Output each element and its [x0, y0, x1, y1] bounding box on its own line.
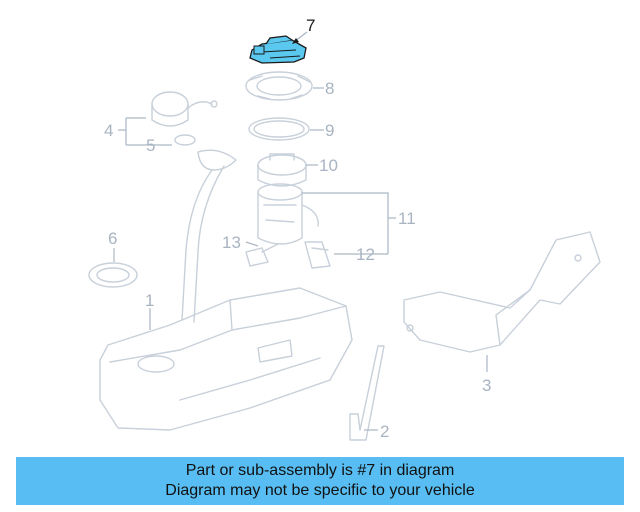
part-5-o-ring	[174, 134, 196, 146]
banner-line-2: Diagram may not be specific to your vehi…	[165, 482, 475, 499]
callout-2: 2	[380, 422, 389, 441]
callout-12: 12	[356, 245, 375, 264]
info-banner: Part or sub-assembly is #7 in diagram Di…	[16, 457, 624, 505]
part-11-pump-body	[257, 183, 319, 245]
callout-7: 7	[306, 16, 315, 35]
part-13-sensor	[245, 243, 279, 267]
callout-4: 4	[104, 121, 113, 140]
part-8-lock-ring	[245, 71, 313, 101]
part-2-strap	[349, 345, 385, 441]
callout-3: 3	[482, 376, 491, 395]
banner-line-1: Part or sub-assembly is #7 in diagram	[185, 462, 455, 479]
part-10-pump-top	[257, 153, 307, 187]
part-7-connector[interactable]	[249, 35, 307, 64]
callout-6: 6	[108, 229, 117, 248]
part-3-heat-shield	[403, 231, 601, 353]
filler-neck	[181, 149, 237, 323]
callout-5: 5	[146, 136, 155, 155]
parts-diagram: 7 8 9 10 11 12 13	[88, 16, 601, 441]
leader-7-arrow	[292, 38, 299, 44]
callout-13: 13	[222, 233, 241, 252]
callout-10: 10	[319, 156, 338, 175]
part-4-filler-cap	[151, 91, 218, 127]
part-6-seal-ring	[88, 262, 138, 288]
callout-8: 8	[325, 79, 334, 98]
part-1-fuel-tank	[99, 287, 353, 431]
callout-9: 9	[325, 121, 334, 140]
callout-1: 1	[145, 291, 154, 310]
part-12-bracket	[304, 241, 331, 269]
part-9-gasket	[248, 117, 310, 141]
callout-11: 11	[398, 209, 416, 228]
